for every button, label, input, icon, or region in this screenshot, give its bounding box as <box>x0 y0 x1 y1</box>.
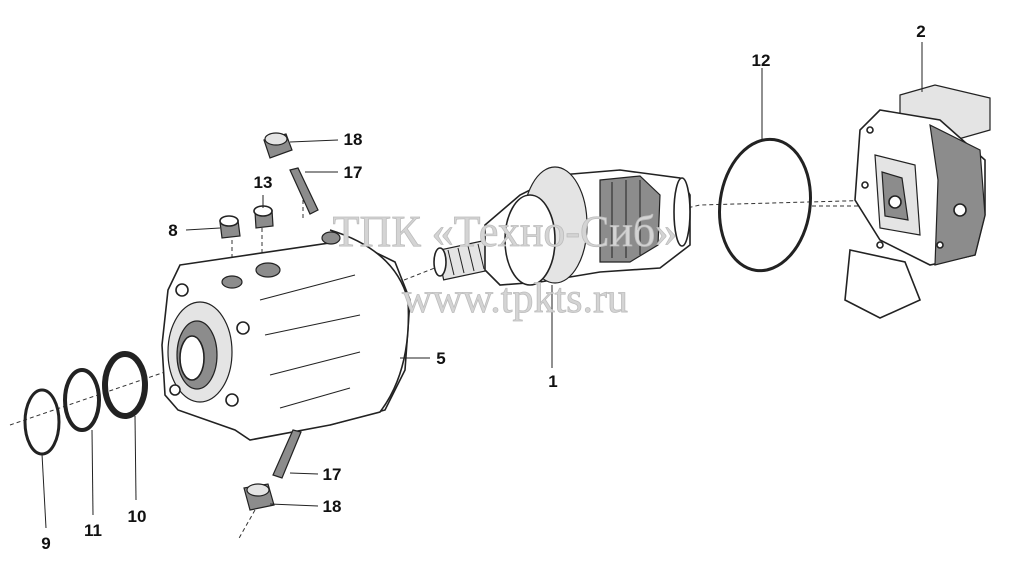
leader-lines <box>41 42 923 529</box>
watermark-line-2: www.tpkts.ru <box>402 276 628 322</box>
callout-1: 1 <box>548 372 557 391</box>
callout-2: 2 <box>916 22 925 41</box>
rotating-group <box>433 166 691 286</box>
callout-18-bottom: 18 <box>323 497 342 516</box>
stud-17-bottom <box>272 429 302 479</box>
callout-10: 10 <box>128 507 147 526</box>
callout-5: 5 <box>436 349 445 368</box>
stud-17-top <box>289 167 319 215</box>
o-ring-12 <box>718 137 812 273</box>
callout-18-top: 18 <box>344 130 363 149</box>
callout-17-top: 17 <box>344 163 363 182</box>
snap-ring-9 <box>23 388 61 456</box>
nut-18-bottom <box>243 483 275 511</box>
plug-8 <box>219 215 241 239</box>
callout-11: 11 <box>84 521 102 540</box>
callout-12: 12 <box>752 51 771 70</box>
pump-housing <box>161 229 411 441</box>
axis-stud-bottom <box>237 509 256 541</box>
watermark: ТПК «Техно-Сиб» www.tpkts.ru <box>332 207 678 323</box>
plug-13 <box>253 205 274 229</box>
callout-9: 9 <box>41 534 50 553</box>
callout-17-bottom: 17 <box>323 465 342 484</box>
callout-8: 8 <box>168 221 177 240</box>
seal-ring-10 <box>102 351 148 419</box>
watermark-line-1: ТПК «Техно-Сиб» <box>333 207 678 256</box>
nut-18-top <box>263 132 293 159</box>
seal-ring-11 <box>63 368 101 432</box>
callout-13: 13 <box>254 173 273 192</box>
port-plate <box>844 84 991 319</box>
